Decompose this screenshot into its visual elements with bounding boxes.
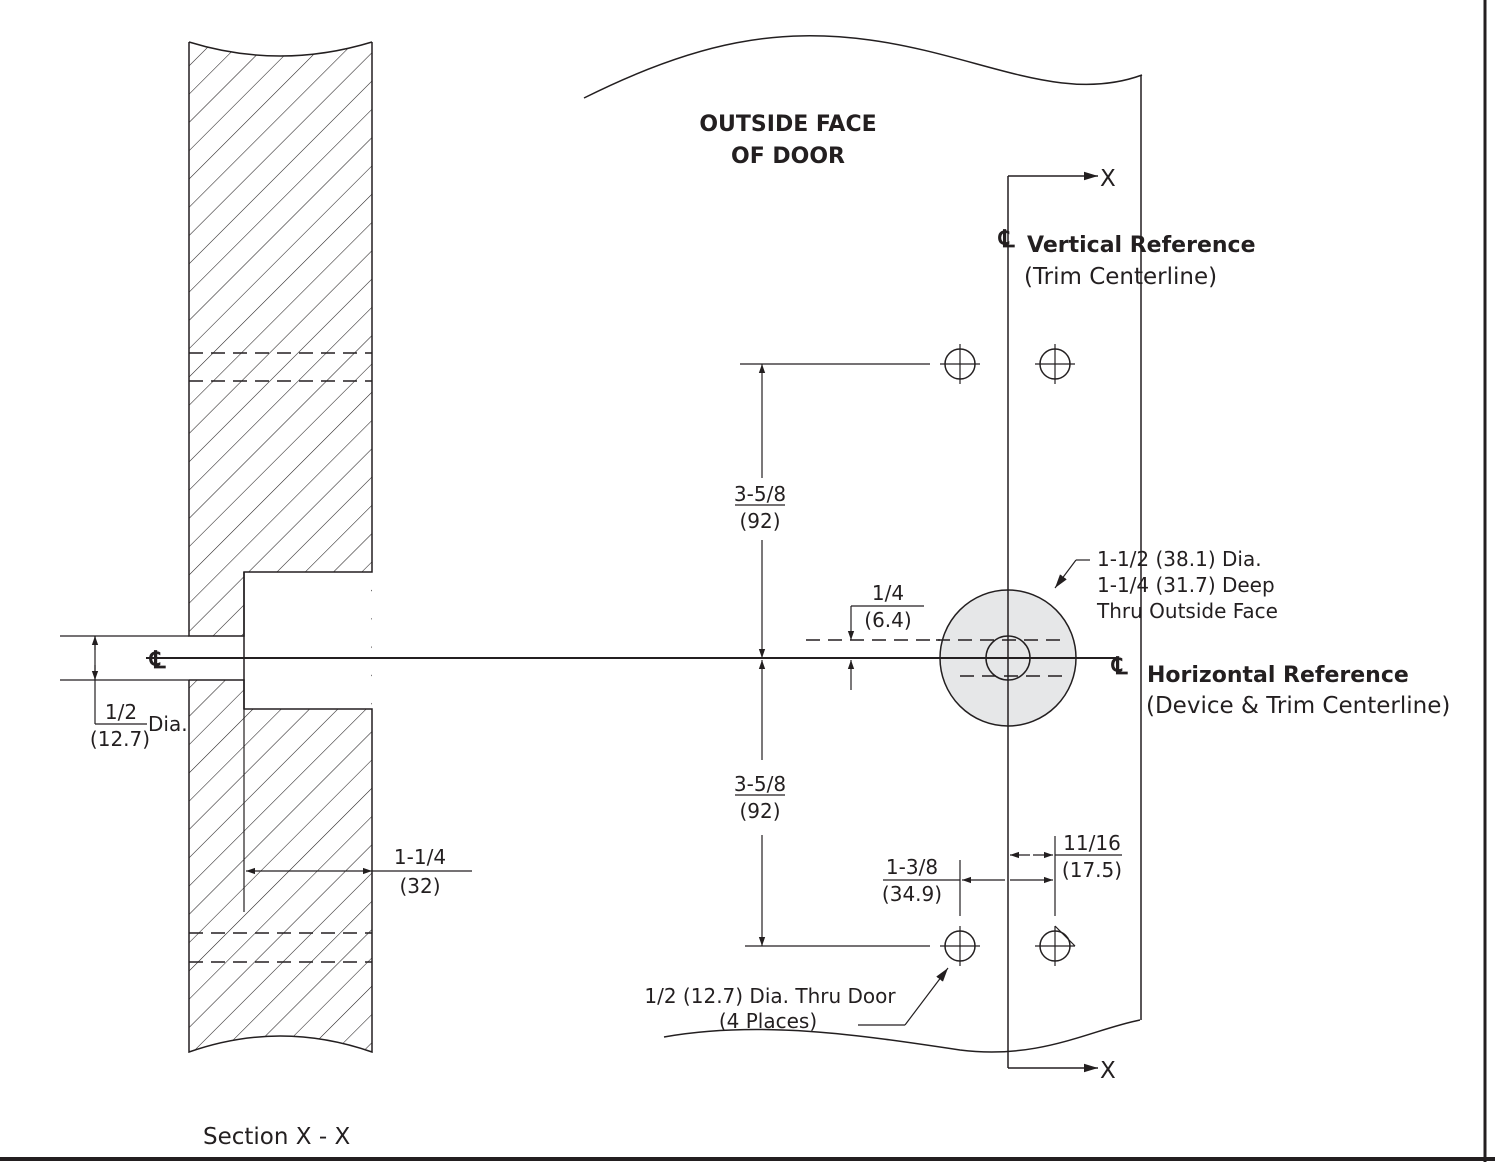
section-title: Section X - X [203,1124,350,1150]
upper-vertical-metric: (92) [739,509,780,533]
main-bore-note-line2: 1-1/4 (31.7) Deep [1097,573,1275,597]
door-face-label-line1: OUTSIDE FACE [699,112,876,137]
horizontal-ref-centerline-symbol: ℄ [1111,651,1128,680]
mount-hole-top-right [1035,344,1075,384]
trim-offset-dimension: 11/16 (17.5) [1010,831,1122,882]
vertical-ref-centerline-symbol: ℄ [998,224,1015,253]
vertical-reference-subtitle: (Trim Centerline) [1024,264,1217,290]
section-hole-dia-metric: (12.7) [90,727,150,751]
section-centerline-symbol: ℄ [149,645,166,674]
offset-dimension: 1/4 (6.4) [806,581,940,690]
upper-vertical-imperial: 3-5/8 [734,482,786,506]
section-bore-cavity [244,572,371,709]
section-depth-dimension: 1-1/4 (32) [246,845,472,898]
lower-vertical-dimension: 3-5/8 (92) [734,660,930,947]
hole-spacing-dimension: 1-3/8 (34.9) [882,855,1056,916]
lower-vertical-imperial: 3-5/8 [734,772,786,796]
main-bore-callout: 1-1/2 (38.1) Dia. 1-1/4 (31.7) Deep Thru… [1054,547,1278,623]
door-edge-top [583,35,1143,99]
section-marker-top: X [1100,166,1116,192]
section-hole-dia-suffix: Dia. [148,712,188,736]
vertical-reference-title: Vertical Reference [1027,233,1256,258]
section-hole-dia-imperial: 1/2 [105,700,137,724]
horizontal-reference-subtitle: (Device & Trim Centerline) [1146,693,1450,719]
upper-vertical-dimension: 3-5/8 (92) [734,363,930,658]
offset-metric: (6.4) [864,608,911,632]
main-bore-note-line1: 1-1/2 (38.1) Dia. [1097,547,1262,571]
lower-vertical-metric: (92) [739,799,780,823]
section-marker-bottom: X [1100,1058,1116,1084]
section-depth-metric: (32) [399,874,440,898]
mount-hole-callout: 1/2 (12.7) Dia. Thru Door (4 Places) [644,967,949,1033]
hole-spacing-imperial: 1-3/8 [886,855,938,879]
mount-hole-bottom-right [1035,925,1076,966]
door-face-view [583,35,1143,1053]
section-depth-imperial: 1-1/4 [394,845,446,869]
trim-offset-imperial: 11/16 [1063,831,1121,855]
section-hatch [189,42,372,1052]
main-bore [936,589,1077,727]
mount-hole-top-left [940,344,980,384]
mount-hole-note-line2: (4 Places) [719,1009,817,1033]
door-section-view [187,41,373,1054]
trim-offset-metric: (17.5) [1062,858,1122,882]
mount-holes [940,344,1076,966]
mount-hole-bottom-left [940,926,980,966]
section-hole-dimension: 1/2 (12.7) Dia. [60,635,189,751]
main-bore-note-line3: Thru Outside Face [1096,599,1278,623]
offset-imperial: 1/4 [872,581,904,605]
horizontal-reference-title: Horizontal Reference [1147,663,1409,688]
door-face-label-line2: OF DOOR [731,144,845,169]
door-edge-bottom [663,1019,1141,1053]
hole-spacing-metric: (34.9) [882,882,942,906]
mount-hole-note-line1: 1/2 (12.7) Dia. Thru Door [644,984,896,1008]
